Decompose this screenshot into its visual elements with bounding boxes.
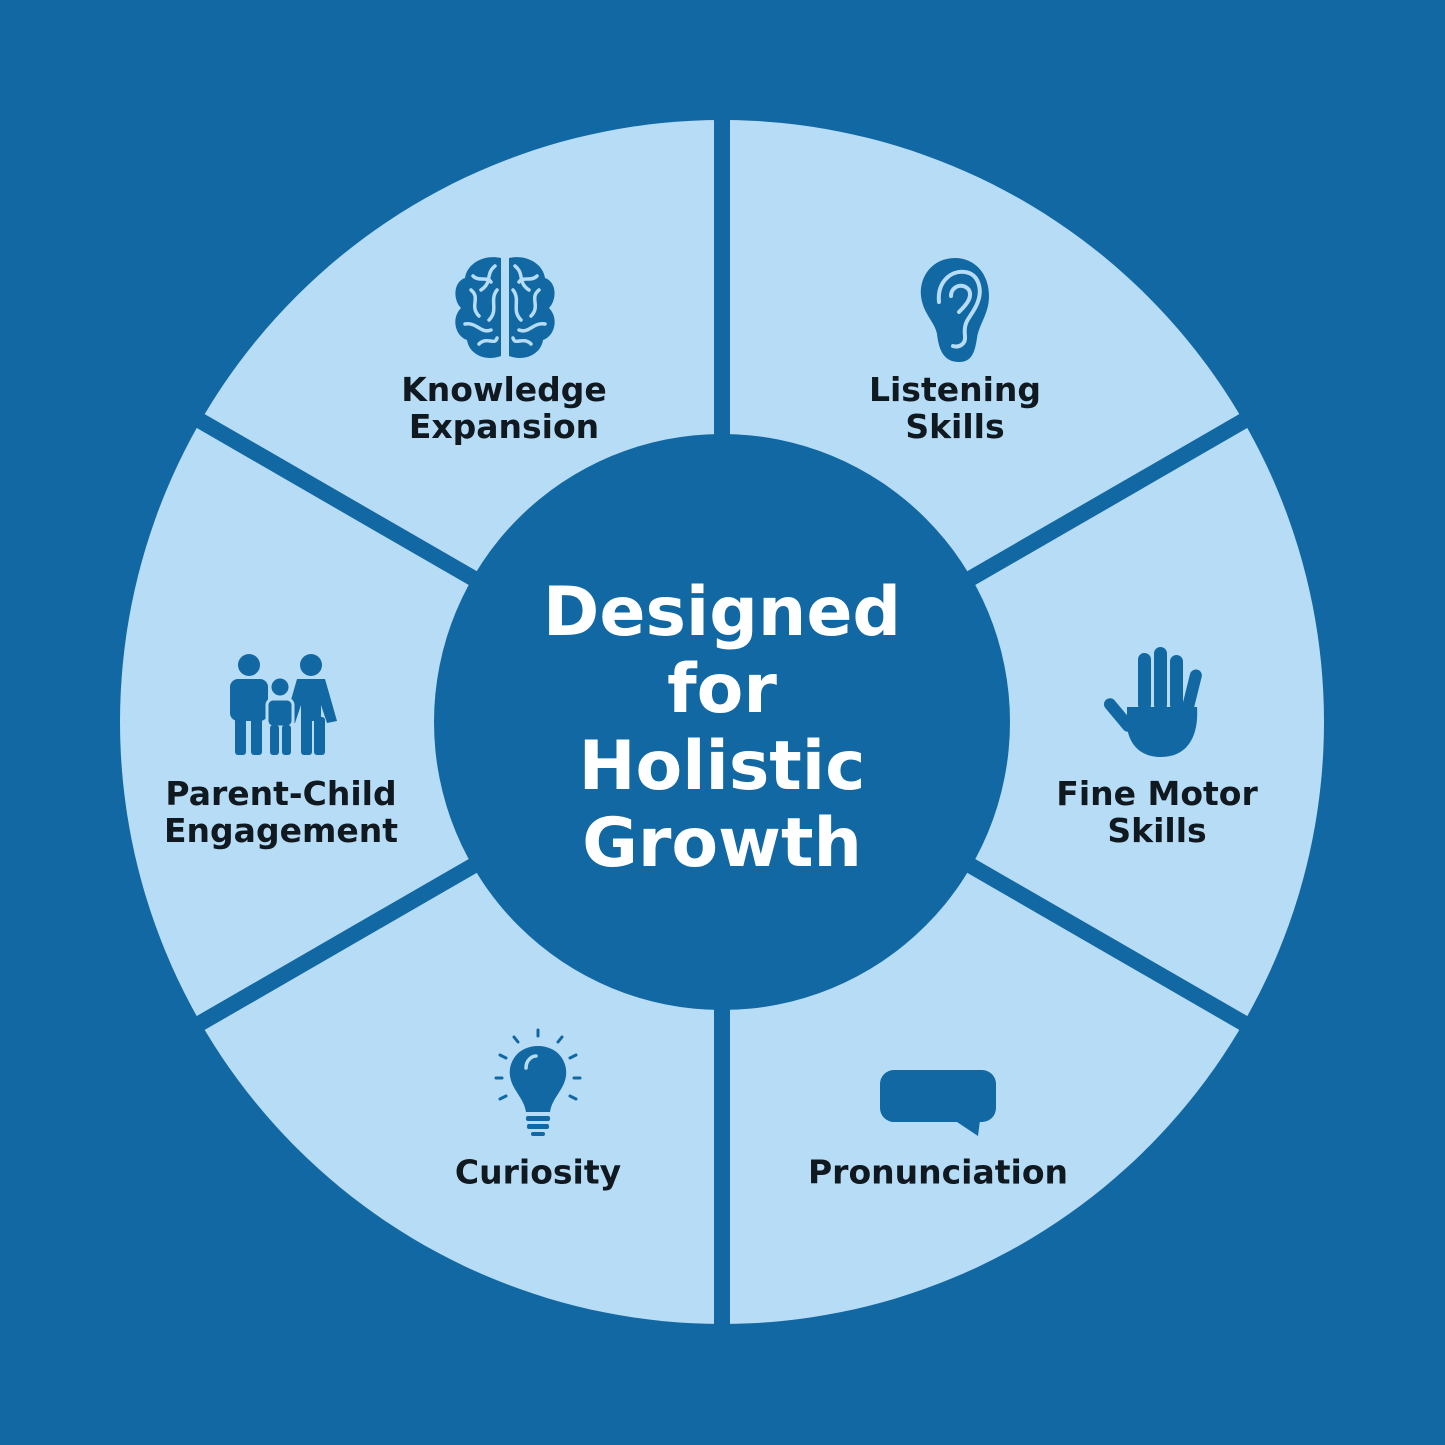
lightbulb-icon (494, 1028, 582, 1136)
label-line: Listening (868, 370, 1042, 409)
segment-divider (163, 840, 510, 1049)
label-line: Expansion (408, 407, 600, 446)
center-title-line: Designed (542, 573, 902, 652)
segment-divider (934, 840, 1281, 1049)
center-title-line: for (667, 650, 777, 729)
center-title-line: Holistic (578, 727, 866, 806)
segment-dividers (163, 82, 1281, 1362)
segment-divider (934, 395, 1281, 604)
speech-bubble-icon (880, 1070, 996, 1136)
segment-label-knowledge-expansion: Knowledge Expansion (401, 371, 607, 445)
center-circle (434, 434, 1010, 1010)
segment-label-listening-skills: Listening Skills (869, 371, 1041, 445)
ear-icon (920, 258, 989, 362)
label-line: Curiosity (454, 1152, 622, 1192)
label-line: Skills (905, 407, 1005, 446)
brain-icon (455, 257, 555, 362)
segment-label-parent-child-engagement: Parent-Child Engagement (164, 775, 398, 849)
center-title: Designed for Holistic Growth (543, 574, 901, 882)
segment-label-pronunciation: Pronunciation (808, 1154, 1068, 1191)
label-line: Parent-Child (165, 774, 397, 813)
label-line: Fine Motor (1056, 774, 1258, 813)
label-line: Knowledge (401, 370, 607, 409)
label-line: Skills (1107, 811, 1207, 850)
label-line: Pronunciation (807, 1152, 1069, 1192)
family-icon (230, 654, 337, 755)
center-title-line: Growth (582, 804, 862, 883)
segment-label-fine-motor-skills: Fine Motor Skills (1056, 775, 1257, 849)
label-line: Engagement (164, 811, 398, 850)
segment-label-curiosity: Curiosity (455, 1154, 621, 1191)
segment-divider (163, 395, 510, 604)
hand-icon (1104, 647, 1202, 757)
